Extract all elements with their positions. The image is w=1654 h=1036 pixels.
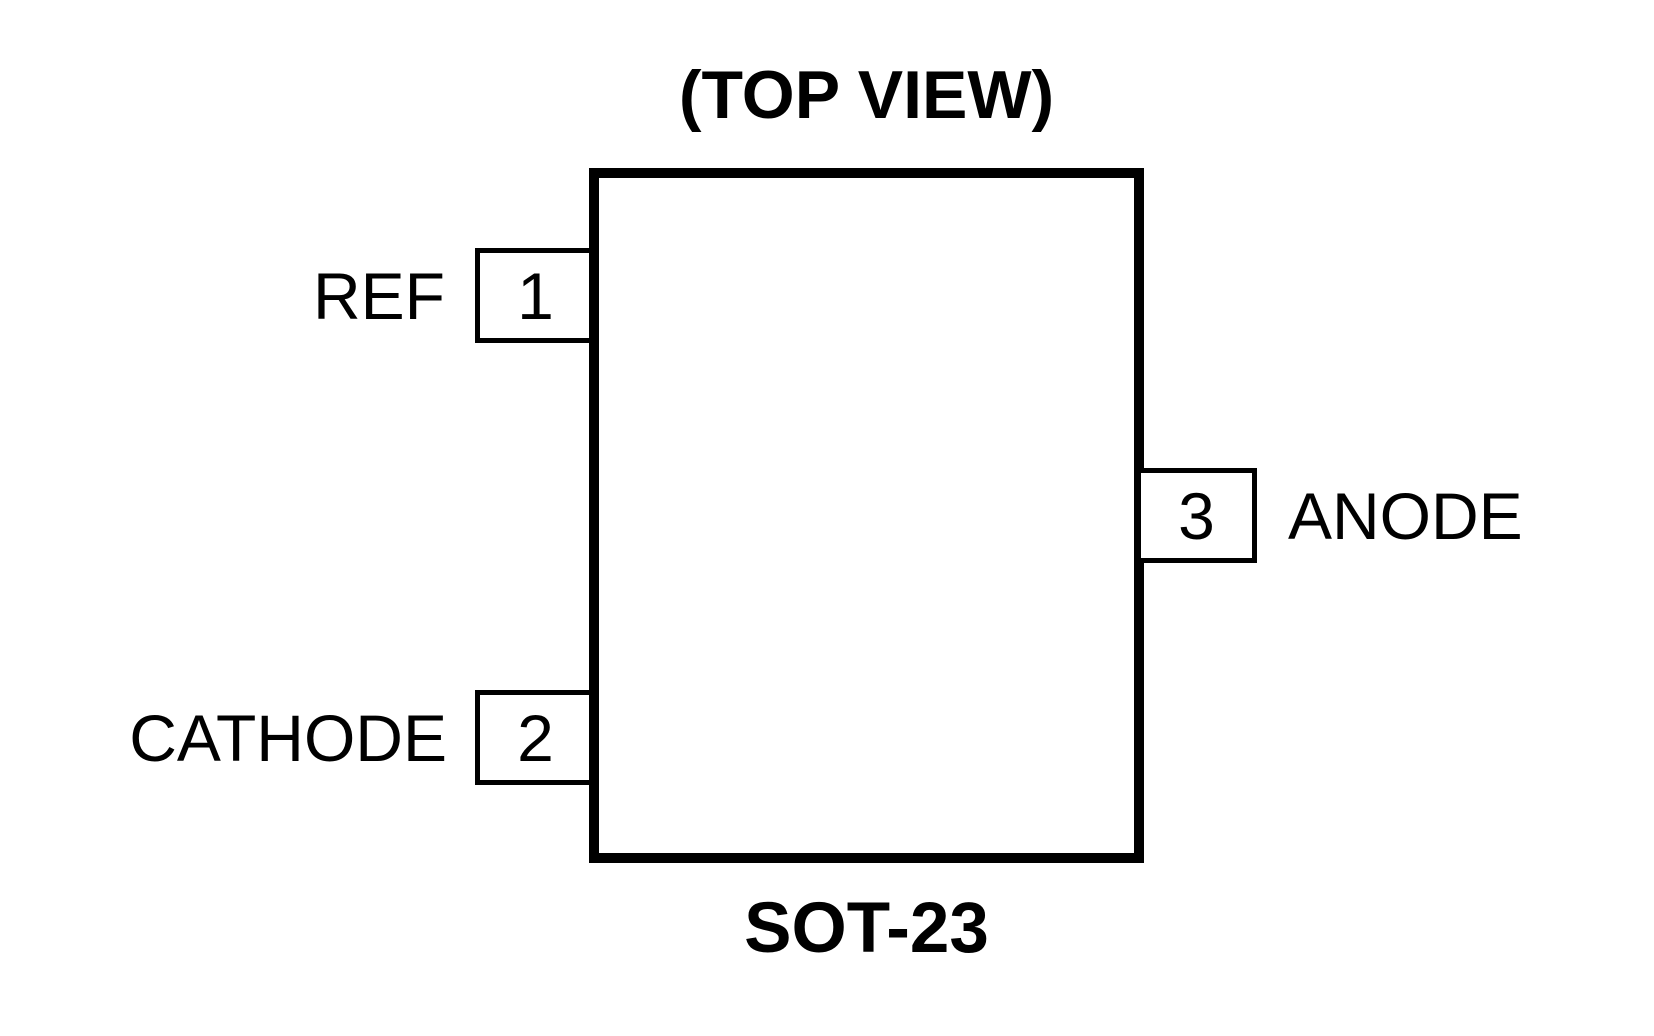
pin-2-box: 2 [475, 690, 596, 785]
pin-1-box: 1 [475, 248, 596, 343]
pin-3-number: 3 [1178, 478, 1215, 553]
top-view-title: (TOP VIEW) [678, 57, 1055, 133]
pin-3-box: 3 [1136, 468, 1257, 563]
package-name-caption: SOT-23 [744, 889, 989, 968]
pin-2-label: CATHODE [129, 700, 447, 775]
pin-1-label: REF [313, 258, 445, 333]
pin-1-number: 1 [517, 258, 554, 333]
package-outline [589, 168, 1144, 863]
pin-3-label: ANODE [1288, 478, 1523, 553]
pin-2-number: 2 [517, 700, 554, 775]
